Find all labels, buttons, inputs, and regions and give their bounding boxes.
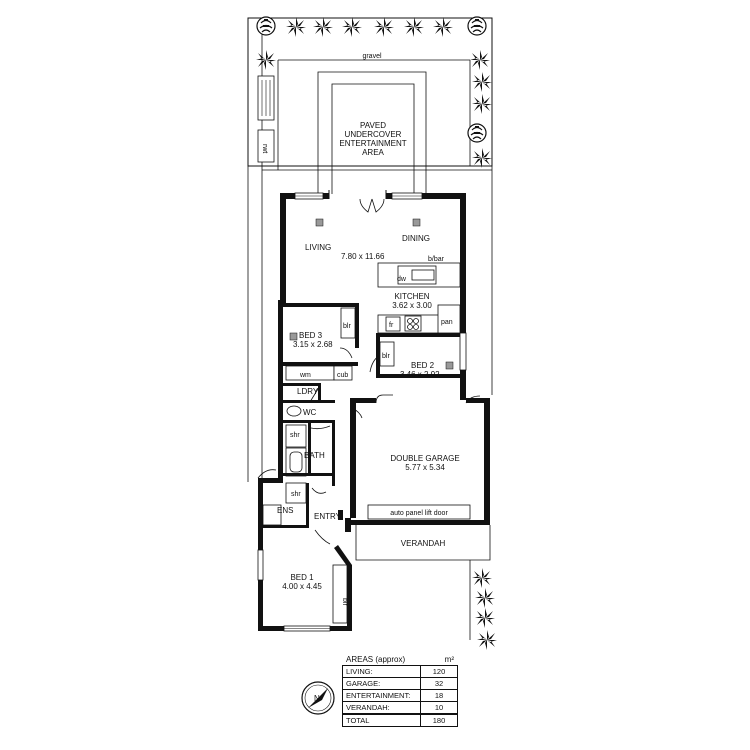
bed2-dims: 3.46 x 2.92 bbox=[400, 370, 440, 379]
gravel-label: gravel bbox=[362, 53, 382, 60]
fridge-label: fr bbox=[389, 322, 394, 329]
bed1-label: BED 1 bbox=[290, 573, 314, 582]
laundry-label: LDRY bbox=[297, 387, 319, 396]
palm-icon bbox=[342, 17, 362, 37]
pantry-label: pan bbox=[441, 319, 453, 326]
dining-label: DINING bbox=[402, 234, 430, 243]
areas-title: AREAS (approx) bbox=[346, 655, 406, 664]
palm-icon bbox=[472, 94, 492, 114]
tree-icon bbox=[256, 16, 276, 36]
palm-icon bbox=[477, 630, 497, 650]
row-label: VERANDAH: bbox=[342, 701, 421, 715]
entertainment-label-2: UNDERCOVER bbox=[345, 130, 402, 139]
row-label: LIVING: bbox=[342, 665, 421, 678]
palm-icon bbox=[472, 568, 492, 588]
areas-unit: m² bbox=[444, 655, 454, 664]
bed3-dims: 3.15 x 2.68 bbox=[293, 340, 333, 349]
ens-label: ENS bbox=[277, 506, 293, 515]
cub-label: cub bbox=[337, 372, 348, 379]
areas-table: AREAS (approx) m² LIVING: 120 GARAGE: 32… bbox=[342, 650, 458, 727]
palm-icon bbox=[286, 17, 306, 37]
living-dims: 7.80 x 11.66 bbox=[341, 252, 385, 261]
palm-icon bbox=[256, 50, 276, 70]
tree-icon bbox=[467, 16, 487, 36]
row-value: 120 bbox=[420, 665, 458, 678]
palm-icon bbox=[313, 17, 333, 37]
table-row: GARAGE: 32 bbox=[342, 677, 458, 690]
entertainment-label-1: PAVED bbox=[360, 121, 386, 130]
table-row: LIVING: 120 bbox=[342, 665, 458, 678]
bed2-blr-label: blr bbox=[382, 353, 390, 360]
bbar-label: b/bar bbox=[428, 256, 445, 263]
wm-label: wm bbox=[299, 372, 311, 379]
verandah-label: VERANDAH bbox=[401, 539, 446, 548]
site-boundary bbox=[247, 17, 493, 640]
lift-door-label: auto panel lift door bbox=[390, 510, 448, 517]
verandah bbox=[355, 504, 491, 561]
bed1-dims: 4.00 x 4.45 bbox=[282, 582, 322, 591]
row-value: 32 bbox=[420, 677, 458, 690]
table-row: ENTERTAINMENT: 18 bbox=[342, 689, 458, 702]
garage-label: DOUBLE GARAGE bbox=[390, 454, 459, 463]
palm-icon bbox=[433, 17, 453, 37]
areas-grid: LIVING: 120 GARAGE: 32 ENTERTAINMENT: 18… bbox=[342, 665, 458, 727]
wc-label: WC bbox=[303, 408, 317, 417]
row-value: 18 bbox=[420, 689, 458, 702]
palm-icon bbox=[470, 50, 490, 70]
doors bbox=[257, 190, 387, 545]
entry-label: ENTRY bbox=[314, 512, 342, 521]
row-value: 10 bbox=[420, 701, 458, 715]
total-value: 180 bbox=[420, 713, 458, 727]
total-row: TOTAL 180 bbox=[342, 713, 458, 727]
palm-icon bbox=[475, 588, 495, 608]
living-label: LIVING bbox=[305, 243, 331, 252]
entertainment-label-4: AREA bbox=[362, 148, 384, 157]
bed3-label: BED 3 bbox=[299, 331, 323, 340]
total-label: TOTAL bbox=[342, 713, 421, 727]
dw-label: dw bbox=[397, 276, 407, 283]
row-label: ENTERTAINMENT: bbox=[342, 689, 421, 702]
ens-shower-label: shr bbox=[291, 491, 301, 498]
palm-icon bbox=[472, 72, 492, 92]
entertainment-area bbox=[277, 59, 471, 194]
north-label: N bbox=[314, 694, 320, 703]
entertainment-label-3: ENTERTAINMENT bbox=[339, 139, 406, 148]
bed3-blr-label: blr bbox=[343, 323, 351, 330]
bath-label: BATH bbox=[304, 451, 325, 460]
tree-icon bbox=[467, 123, 487, 143]
garage-dims: 5.77 x 5.34 bbox=[405, 463, 445, 472]
rwt-label: rwt bbox=[261, 144, 268, 153]
palm-icon bbox=[404, 17, 424, 37]
room-labels: gravel PAVED UNDERCOVER ENTERTAINMENT AR… bbox=[261, 53, 460, 606]
interior-walls bbox=[262, 262, 466, 624]
kitchen-dims: 3.62 x 3.00 bbox=[392, 301, 432, 310]
shower-label: shr bbox=[290, 432, 300, 439]
rainwater-tank bbox=[257, 75, 275, 163]
row-label: GARAGE: bbox=[342, 677, 421, 690]
palm-icon bbox=[374, 17, 394, 37]
north-arrow-icon: N bbox=[301, 681, 335, 715]
windows bbox=[257, 192, 467, 632]
kitchen-label: KITCHEN bbox=[394, 292, 429, 301]
palm-icon bbox=[475, 608, 495, 628]
palm-icon bbox=[472, 148, 492, 168]
bed1-blr-label: blr bbox=[341, 598, 348, 606]
bed2-label: BED 2 bbox=[411, 361, 435, 370]
table-row: VERANDAH: 10 bbox=[342, 701, 458, 715]
ceiling-lights bbox=[289, 218, 454, 370]
